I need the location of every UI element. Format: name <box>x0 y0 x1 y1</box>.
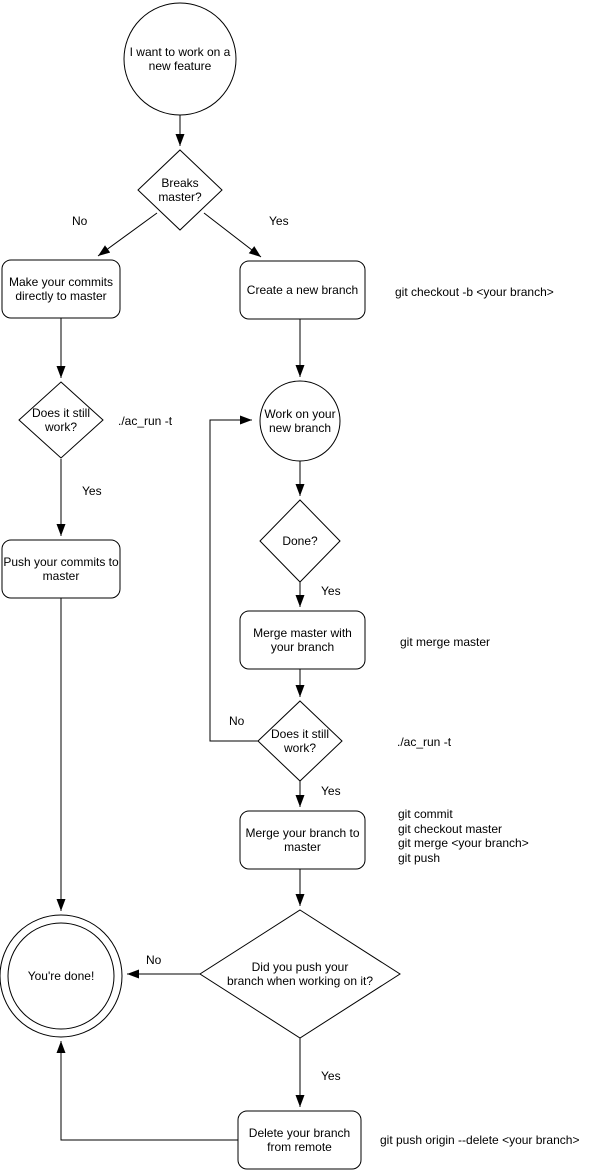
done-q-diamond-shape <box>259 499 341 583</box>
push-commits-label: Push your commits to master <box>3 555 119 583</box>
work-branch-circle-shape <box>259 380 341 462</box>
still-work-2-diamond-shape <box>257 700 343 782</box>
annotation-git-checkout-master: git checkout master <box>398 821 503 836</box>
edge-breaks-yes-to-create-branch <box>203 212 262 258</box>
youre-done-inner-circle-shape <box>7 922 115 1030</box>
annotation-git-push-delete: git push origin --delete <your branch> <box>380 1133 580 1147</box>
merge-master-label: Merge master with your branch <box>253 626 352 654</box>
edge-label-still2-yes: Yes <box>321 784 341 798</box>
annotation-acrun-2: ./ac_run -t <box>397 735 452 749</box>
start-node-label: I want to work on a new feature <box>129 45 231 73</box>
annotation-acrun-1: ./ac_run -t <box>118 414 173 428</box>
edge-label-did-push-yes: Yes <box>321 1069 341 1083</box>
edge-label-breaks-yes: Yes <box>269 214 289 228</box>
edge-label-still1-yes: Yes <box>82 484 102 498</box>
edge-label-did-push-no: No <box>146 953 162 967</box>
edge-label-still2-no: No <box>229 714 245 728</box>
delete-branch-box-shape <box>237 1110 362 1170</box>
did-push-diamond-shape <box>199 909 401 1039</box>
youre-done-label: You're done! <box>27 969 95 983</box>
did-push-label-line2: branch when working on it? <box>226 974 374 988</box>
create-branch-box-shape <box>239 260 366 320</box>
annotation-git-merge-branch: git merge <your branch> <box>398 836 529 850</box>
edge-delete-branch-loop-to-youre-done <box>56 1041 238 1141</box>
make-commits-label: Make your commits directly to master <box>8 275 114 303</box>
annotation-git-commit: git commit <box>398 807 453 821</box>
make-commits-box-shape <box>1 259 121 319</box>
still-work-1-diamond-shape <box>18 381 104 459</box>
merge-master-box-shape <box>239 610 366 670</box>
edge-still-work-2-no-loop-to-work-branch <box>209 415 258 742</box>
create-branch-label: Create a new branch <box>246 283 359 297</box>
annotation-merge-branch-commands: git commit git checkout master git merge… <box>398 807 529 865</box>
annotation-git-checkout: git checkout -b <your branch> <box>395 285 554 299</box>
edge-label-done-yes: Yes <box>321 584 341 598</box>
still-work-1-label: Does it still work? <box>31 406 90 434</box>
edge-breaks-no-to-make-commits <box>97 212 158 257</box>
breaks-master-label: Breaks master? <box>158 176 202 204</box>
merge-branch-label: Merge your branch to master <box>245 826 360 854</box>
delete-branch-label: Delete your branch from remote <box>248 1126 351 1154</box>
breaks-master-diamond-shape <box>137 149 223 231</box>
annotation-git-merge-master: git merge master <box>400 635 491 649</box>
edge-label-breaks-no: No <box>72 214 88 228</box>
merge-branch-box-shape <box>239 810 366 870</box>
work-branch-label: Work on your new branch <box>264 407 336 435</box>
done-q-label: Done? <box>282 534 318 548</box>
annotation-git-push: git push <box>398 850 441 865</box>
start-circle-shape <box>123 2 237 116</box>
did-push-label-line1: Did you push your <box>251 960 349 974</box>
push-commits-box-shape <box>1 539 121 599</box>
still-work-2-label: Does it still work? <box>270 727 329 755</box>
did-push-label: Did you push your branch when working on… <box>210 944 390 1004</box>
